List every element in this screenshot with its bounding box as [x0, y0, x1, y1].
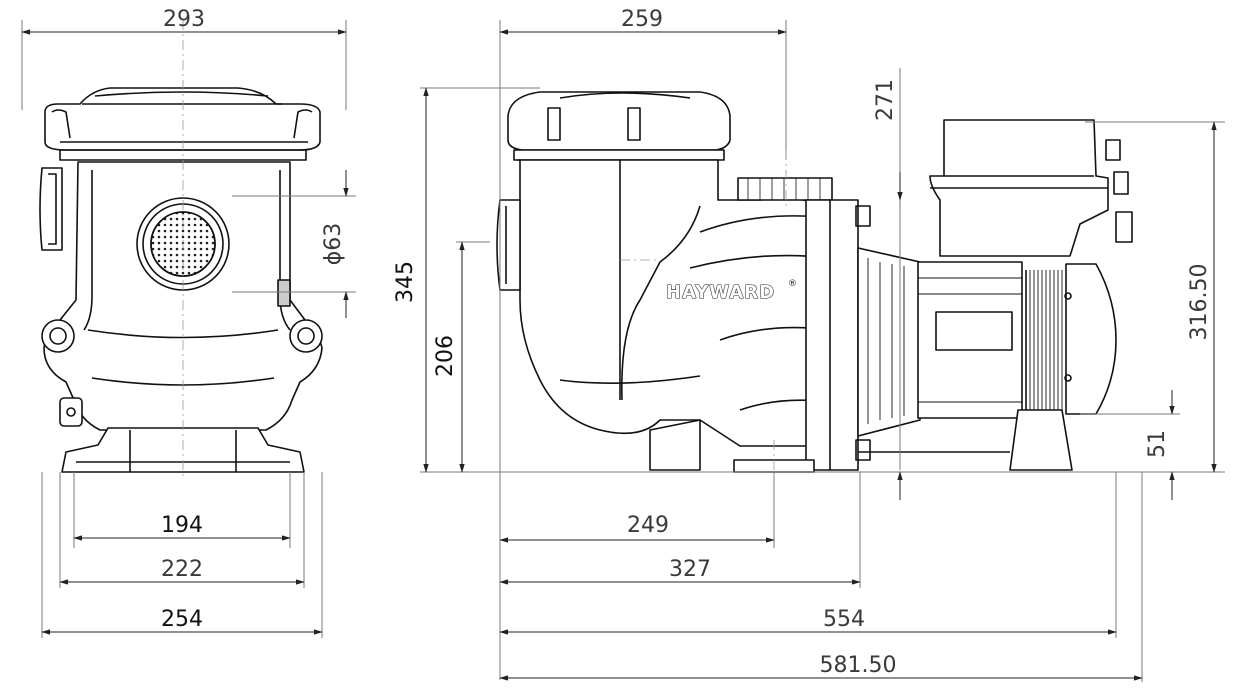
front-strainer-lid: [44, 87, 321, 161]
front-strainer-body: [39, 161, 323, 431]
logo-text: HAYWARD: [666, 282, 775, 303]
dimension-labels: 293 259 ϕ63 345 206 271 316.50 51 194 22…: [161, 7, 1212, 678]
side-motor: [917, 261, 1117, 471]
side-base: [649, 419, 1010, 473]
label-293: 293: [163, 7, 205, 32]
label-327: 327: [669, 557, 711, 582]
dimension-arrows: [21, 29, 1217, 681]
label-phi63: ϕ63: [321, 223, 346, 266]
side-controller-box: [929, 119, 1133, 257]
side-strainer-lid: [507, 91, 731, 161]
label-254: 254: [161, 607, 203, 632]
hayward-logo: HAYWARD ®: [664, 279, 797, 304]
label-194: 194: [161, 513, 203, 538]
registered-mark: ®: [788, 279, 797, 289]
label-206: 206: [433, 335, 458, 377]
label-554: 554: [823, 607, 865, 632]
front-base: [61, 427, 305, 473]
label-259: 259: [621, 7, 663, 32]
dimension-lines: [21, 20, 1225, 682]
label-249: 249: [627, 513, 669, 538]
label-581-50: 581.50: [820, 653, 897, 678]
side-motor-adapter: [857, 247, 921, 437]
label-345: 345: [393, 261, 418, 303]
label-51: 51: [1145, 430, 1170, 458]
label-271: 271: [873, 79, 898, 121]
label-316-50: 316.50: [1187, 264, 1212, 341]
side-view: HAYWARD ®: [496, 91, 1133, 473]
side-pump-housing: [496, 159, 871, 471]
label-222: 222: [161, 557, 203, 582]
front-view: [39, 20, 323, 480]
center-lines: [620, 150, 787, 480]
